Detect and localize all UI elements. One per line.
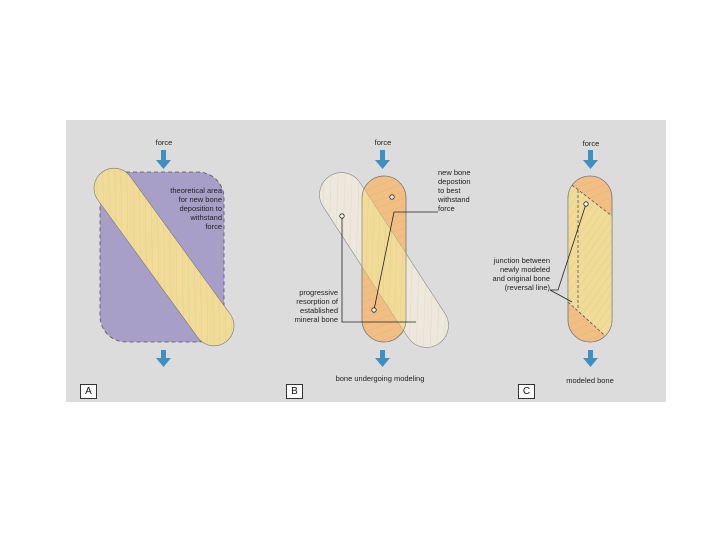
bone-modeling-figure: force theoretical area for new bone depo… <box>66 120 666 402</box>
figure-canvas <box>66 120 666 402</box>
force-label-c: force <box>577 139 605 148</box>
junction-line-4: (reversal line) <box>466 283 550 292</box>
theoretical-area-line-1: theoretical area <box>138 186 222 195</box>
new-bone-line-1: new bone <box>438 168 498 177</box>
resorption-line-2: resorption of <box>276 297 338 306</box>
resorption-line-3: established <box>276 306 338 315</box>
resorption-label: progressive resorption of established mi… <box>276 288 338 324</box>
panel-a <box>86 150 242 367</box>
junction-line-1: junction between <box>466 256 550 265</box>
panel-letter-a: A <box>80 384 97 399</box>
panel-b-caption: bone undergoing modeling <box>320 374 440 383</box>
theoretical-area-line-2: for new bone <box>138 195 222 204</box>
panel-letter-b: B <box>286 384 303 399</box>
theoretical-area-line-4: withstand <box>138 213 222 222</box>
junction-line-2: newly modeled <box>466 265 550 274</box>
force-label-b: force <box>369 138 397 147</box>
junction-line-3: and original bone <box>466 274 550 283</box>
new-bone-line-3: to best <box>438 186 498 195</box>
force-label-a: force <box>150 138 178 147</box>
theoretical-area-line-3: deposition to <box>138 204 222 213</box>
theoretical-area-line-5: force <box>138 222 222 231</box>
new-bone-line-2: depostion <box>438 177 498 186</box>
new-bone-deposition-label: new bone depostion to best withstand for… <box>438 168 498 213</box>
resorption-line-4: mineral bone <box>276 315 338 324</box>
new-bone-line-5: force <box>438 204 498 213</box>
resorption-line-1: progressive <box>276 288 338 297</box>
panel-letter-c: C <box>518 384 535 399</box>
theoretical-area-label: theoretical area for new bone deposition… <box>138 186 222 231</box>
panel-c-caption: modeled bone <box>556 376 624 385</box>
new-bone-line-4: withstand <box>438 195 498 204</box>
reversal-line-label: junction between newly modeled and origi… <box>466 256 550 292</box>
